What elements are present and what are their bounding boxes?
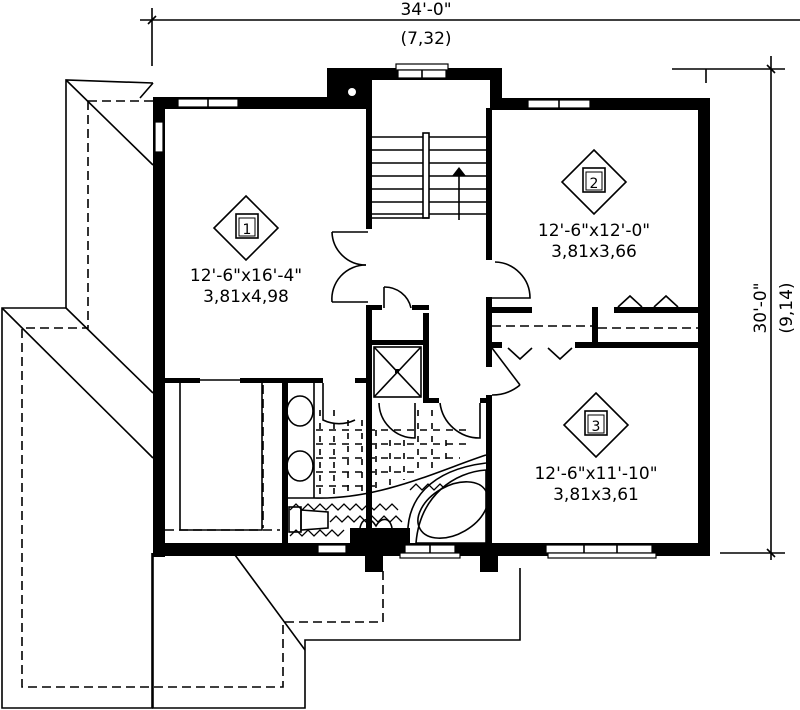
bathroom <box>286 383 489 544</box>
doors[interactable] <box>200 231 679 439</box>
sink-icon <box>286 395 314 427</box>
up-arrow-icon <box>452 167 466 176</box>
room-2-marker: 2 <box>560 148 628 216</box>
depth-imperial: 30'-0" <box>751 282 771 333</box>
interior-walls <box>165 108 700 548</box>
room-3-marker: 3 <box>562 391 630 459</box>
vent-icon <box>348 88 356 96</box>
room-number: 1 <box>243 222 252 238</box>
room-1-size-metric: 3,81x4,98 <box>203 287 289 307</box>
room-3-size-imperial: 12'-6"x11'-10" <box>534 464 657 484</box>
roof-outline <box>1 79 521 709</box>
room-number: 2 <box>590 176 599 192</box>
room-3-size-metric: 3,81x3,61 <box>553 485 639 505</box>
room-2-size-imperial: 12'-6"x12'-0" <box>538 221 650 241</box>
room-number: 3 <box>592 419 601 435</box>
room-1-size-imperial: 12'-6"x16'-4" <box>190 266 302 286</box>
width-metric: (7,32) <box>400 29 451 49</box>
shower <box>373 346 422 398</box>
dimension-lines <box>140 8 800 560</box>
bathtub-icon <box>417 481 489 539</box>
closet-shelves <box>165 325 698 531</box>
width-imperial: 34'-0" <box>400 0 451 20</box>
sink-icon <box>286 450 314 482</box>
staircase[interactable] <box>372 132 486 220</box>
room-1-marker: 1 <box>212 194 280 262</box>
depth-metric: (9,14) <box>777 282 797 333</box>
room-2-size-metric: 3,81x3,66 <box>551 242 637 262</box>
windows <box>154 63 657 559</box>
toilet-icon <box>300 509 329 531</box>
